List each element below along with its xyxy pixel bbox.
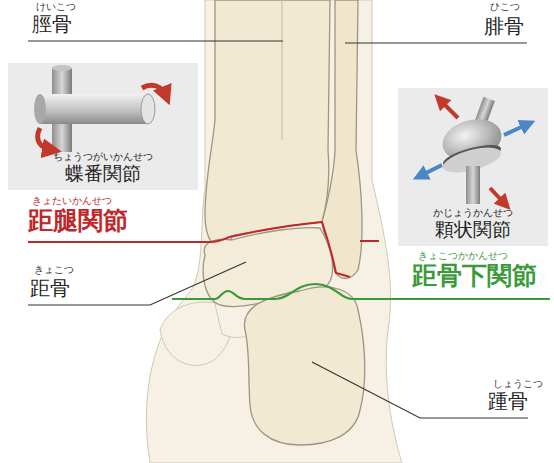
condylar-joint-icon [420, 97, 528, 204]
hinge-joint-icon [34, 65, 166, 152]
joint-name: 距腿関節 [28, 207, 128, 236]
joint-type-name: 顆状関節 [435, 219, 511, 241]
reading-ruby: かじょうかんせつ [433, 208, 513, 219]
joint-icon-box: ちょうつがいかんせつ蝶番関節 [8, 63, 198, 190]
reading-ruby: きょたいかんせつ [32, 196, 112, 207]
tibia-bone [205, 0, 330, 250]
reading-ruby: ちょうつがいかんせつ [53, 152, 153, 163]
talocrural-joint-line [360, 240, 379, 242]
bone-name: 距骨 [30, 277, 70, 300]
reading-ruby: しょうこつ [493, 379, 543, 390]
bone-name: 脛骨 [32, 13, 72, 36]
tibia-contour [282, 0, 283, 140]
icon-panel [398, 88, 548, 246]
reading-ruby: きょこつ [34, 265, 74, 276]
joint-icon-box: かじょうかんせつ顆状関節 [398, 88, 548, 246]
reading-ruby: きょこつかかんせつ [418, 251, 508, 262]
fibula-bone [322, 0, 362, 279]
joint-type-name: 蝶番関節 [65, 163, 141, 185]
joint-name: 距骨下関節 [412, 262, 537, 291]
bone-name: 踵骨 [488, 390, 528, 413]
reading-ruby: けいこつ [36, 2, 76, 13]
calcaneus-bone [244, 287, 364, 445]
icon-panel [8, 63, 198, 190]
bone-name: 腓骨 [484, 15, 524, 38]
reading-ruby: ひこつ [490, 2, 520, 13]
